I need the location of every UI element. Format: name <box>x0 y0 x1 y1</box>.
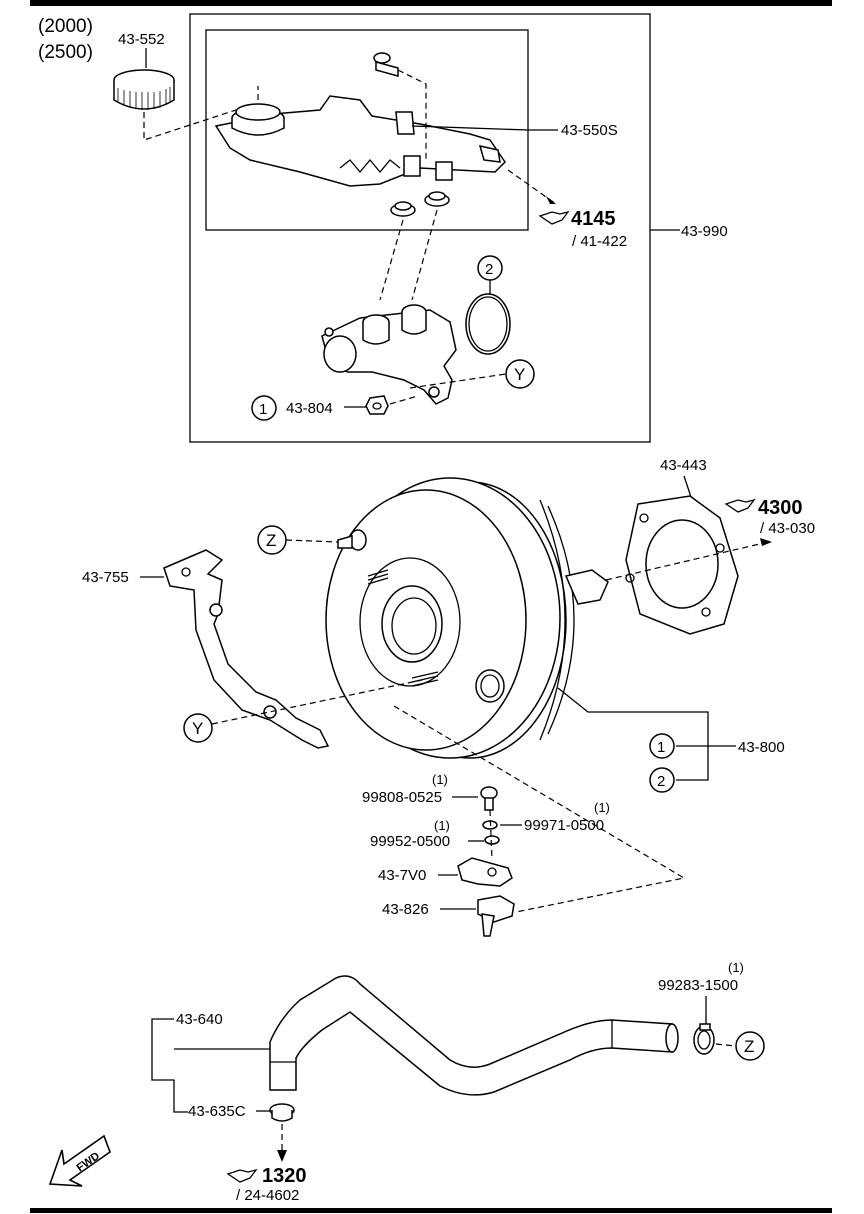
svg-text:2: 2 <box>485 261 493 278</box>
vacuum-sensor-label: 43-826 <box>382 901 429 918</box>
sensor-bracket-label: 43-7V0 <box>378 867 426 884</box>
reservoir-cap-part[interactable] <box>113 69 175 110</box>
ref-1320-link[interactable]: 1320 / 24-4602 <box>226 1165 307 1204</box>
svg-text:1: 1 <box>657 739 665 756</box>
o-ring-part[interactable] <box>465 293 511 355</box>
booster-part[interactable] <box>325 477 609 759</box>
top-border <box>30 0 832 6</box>
callout-2-booster: 2 <box>649 767 675 793</box>
hose-clamp-part[interactable] <box>693 1023 715 1055</box>
nut-part[interactable] <box>365 395 389 415</box>
master-cylinder-frame <box>189 13 651 443</box>
ref-4145-sub: / 41-422 <box>572 233 627 250</box>
callout-2-top: 2 <box>477 255 503 281</box>
spring-washer-part[interactable] <box>484 835 500 845</box>
svg-text:Y: Y <box>192 719 203 738</box>
variant-2500: (2500) <box>38 42 93 63</box>
hose-clamp-qty: (1) <box>728 960 744 975</box>
callout-z-clamp: Z <box>735 1031 765 1061</box>
ref-1320-sub: / 24-4602 <box>236 1187 299 1204</box>
grommet-part[interactable] <box>390 191 450 217</box>
fwd-arrow-icon: FWD <box>48 1134 111 1187</box>
check-valve-part[interactable] <box>269 1103 295 1122</box>
bracket-part[interactable] <box>163 549 330 749</box>
gasket-label: 43-443 <box>660 457 707 474</box>
spring-washer-qty: (1) <box>434 818 450 833</box>
master-cylinder-part[interactable] <box>321 304 457 405</box>
vacuum-hose-part[interactable] <box>269 975 679 1096</box>
svg-text:Y: Y <box>514 365 525 384</box>
callout-1-top: 1 <box>251 395 277 421</box>
ref-4145-link[interactable]: 4145 / 41-422 <box>538 208 627 250</box>
bolt-label: 99808-0525 <box>362 789 442 806</box>
vacuum-hose-label: 43-640 <box>176 1011 223 1028</box>
reservoir-bolt-part[interactable] <box>373 52 399 77</box>
reservoir-part[interactable] <box>214 95 506 187</box>
vacuum-sensor-part[interactable] <box>477 895 515 937</box>
washer-label: 99971-0500 <box>524 817 604 834</box>
bolt-part[interactable] <box>480 786 498 811</box>
bottom-border <box>30 1208 832 1213</box>
svg-text:2: 2 <box>657 773 665 790</box>
callout-z-booster: Z <box>257 525 287 555</box>
svg-text:Z: Z <box>266 531 276 550</box>
washer-qty: (1) <box>594 800 610 815</box>
booster-label: 43-800 <box>738 739 785 756</box>
hose-clamp-label: 99283-1500 <box>658 977 738 994</box>
master-cylinder-label: 43-990 <box>681 223 728 240</box>
ref-4300-sub: / 43-030 <box>760 520 815 537</box>
reservoir-cap-label: 43-552 <box>118 31 165 48</box>
bolt-qty: (1) <box>432 772 448 787</box>
variant-2000: (2000) <box>38 16 93 37</box>
nut-label: 43-804 <box>286 400 333 417</box>
spring-washer-label: 99952-0500 <box>370 833 450 850</box>
bracket-label: 43-755 <box>82 569 129 586</box>
gasket-part[interactable] <box>625 495 739 635</box>
ref-4145-page: 4145 <box>571 208 616 230</box>
svg-text:1: 1 <box>259 401 267 418</box>
callout-y-top: Y <box>505 359 535 389</box>
ref-1320-page: 1320 <box>262 1165 307 1187</box>
ref-4300-link[interactable]: 4300 / 43-030 <box>724 497 815 537</box>
check-valve-label: 43-635C <box>188 1103 246 1120</box>
callout-y-bracket: Y <box>183 713 213 743</box>
callout-1-booster: 1 <box>649 733 675 759</box>
sensor-bracket-part[interactable] <box>457 857 513 887</box>
reservoir-label: 43-550S <box>561 122 618 139</box>
ref-4300-page: 4300 <box>758 497 803 519</box>
svg-text:Z: Z <box>744 1037 754 1056</box>
